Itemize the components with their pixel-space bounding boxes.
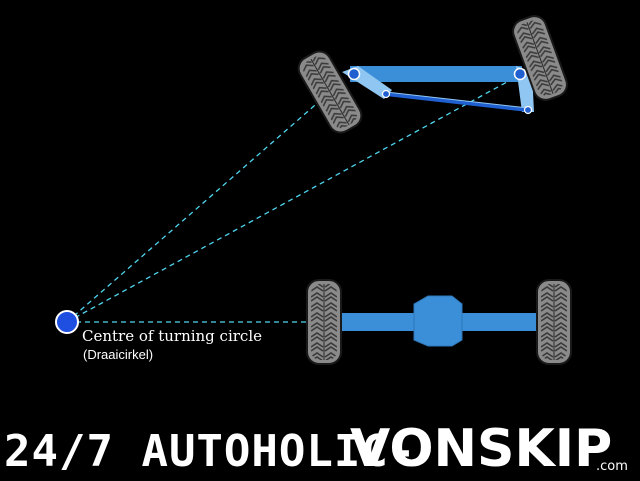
front-left-tyre-icon (293, 46, 367, 138)
brand-watermark: 24/7 AUTOHOLIC- VONSKIP .com (4, 419, 628, 479)
brand-name-part1: 24/7 AUTOHOLIC- (4, 426, 416, 477)
centre-translation-label: (Draaicirkel) (83, 347, 153, 362)
front-axle-beam (350, 66, 522, 82)
pivot-icon (347, 67, 533, 115)
rear-left-tyre-icon (306, 279, 342, 365)
brand-domain: .com (596, 459, 628, 474)
rear-axle-assembly (306, 279, 572, 365)
centre-label: Centre of turning circle (82, 327, 262, 345)
tie-rod-highlight (385, 91, 529, 109)
guide-line-left-wheel (66, 91, 331, 323)
brand-name-part2: VONSKIP (350, 419, 612, 479)
rear-differential (413, 295, 463, 347)
tie-rod (385, 92, 529, 112)
rear-right-tyre-icon (536, 279, 572, 365)
front-right-tyre-icon (508, 11, 572, 105)
front-steering-assembly (293, 11, 572, 138)
centre-point-icon (55, 310, 79, 334)
